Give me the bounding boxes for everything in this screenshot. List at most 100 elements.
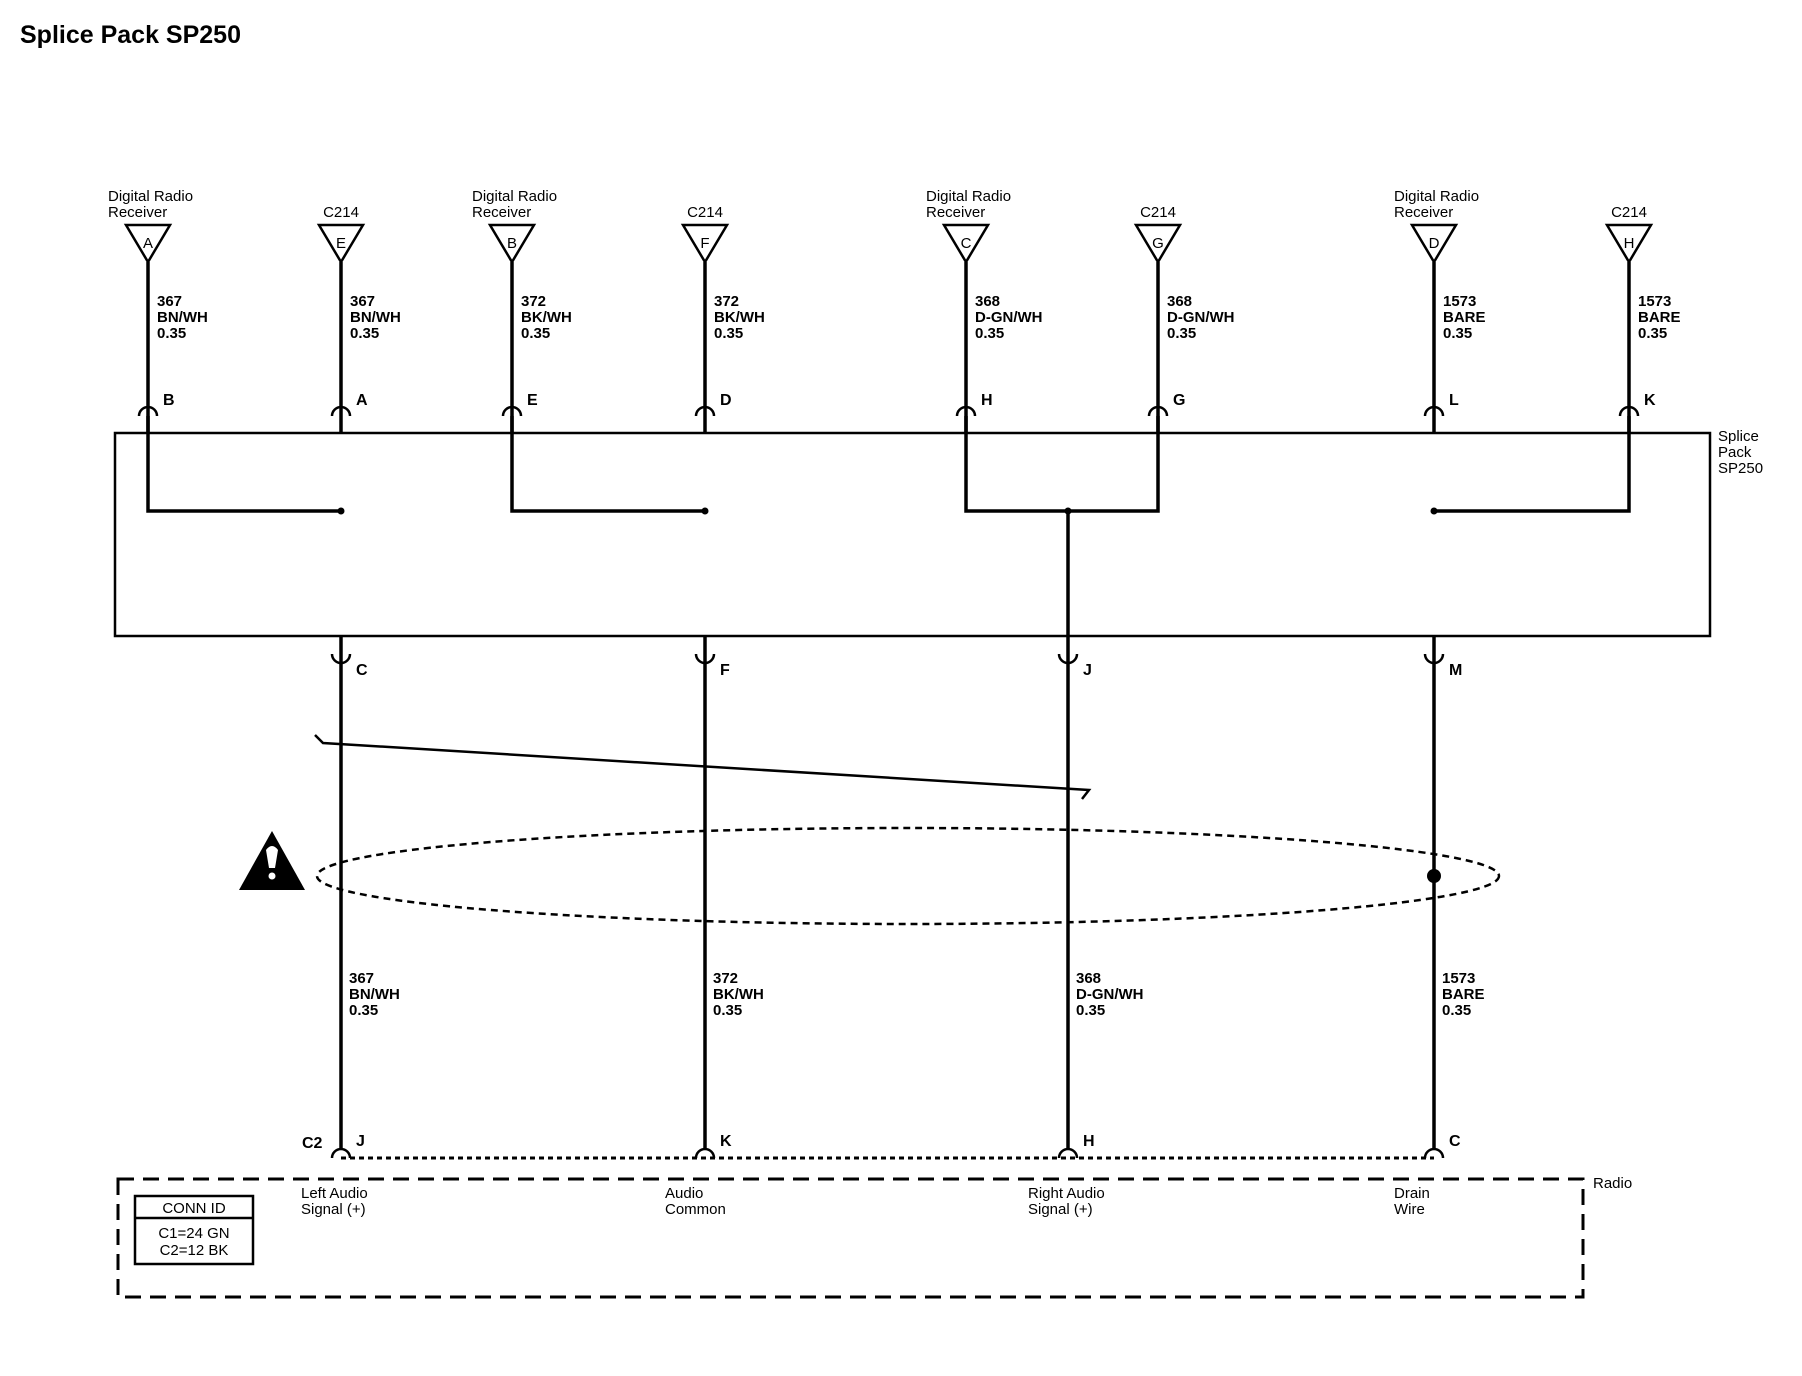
wire-color: BN/WH <box>349 986 400 1003</box>
splice-pin: G <box>1173 392 1185 409</box>
terminal-symbol <box>694 653 716 665</box>
wire-circuit: 372 <box>713 970 738 987</box>
wire-color: BN/WH <box>350 309 401 326</box>
function-label-line2: Signal (+) <box>301 1201 366 1218</box>
source-label-line2: Receiver <box>108 204 167 221</box>
splice-internal-connections <box>146 416 1631 636</box>
wire-circuit: 367 <box>157 293 182 310</box>
page-title: Splice Pack SP250 <box>20 21 241 49</box>
source-label-line1: Digital Radio <box>1394 188 1479 205</box>
terminal-symbol <box>330 1147 352 1159</box>
wire-color: D-GN/WH <box>1167 309 1235 326</box>
wire-color: D-GN/WH <box>1076 986 1144 1003</box>
source-label-line2: Receiver <box>472 204 531 221</box>
shield-ellipse <box>315 826 1501 926</box>
splice-pin: A <box>356 392 368 409</box>
connector-triangle-icon <box>123 223 173 265</box>
function-label-line1: Drain <box>1394 1185 1430 1202</box>
connector-triangle-icon <box>941 223 991 265</box>
connector-triangle-icon <box>1409 223 1459 265</box>
function-label-line1: Right Audio <box>1028 1185 1105 1202</box>
radio-connector-label: C2 <box>302 1135 323 1152</box>
splice-pin: H <box>981 392 993 409</box>
wire-circuit: 367 <box>349 970 374 987</box>
wire-gauge: 0.35 <box>350 325 379 342</box>
wire-circuit: 1573 <box>1638 293 1671 310</box>
radio-pin: H <box>1083 1133 1095 1150</box>
wire-circuit: 368 <box>975 293 1000 310</box>
function-label-line2: Signal (+) <box>1028 1201 1093 1218</box>
wire-gauge: 0.35 <box>713 1002 742 1019</box>
wire-gauge: 0.35 <box>1167 325 1196 342</box>
splice-bus-372 <box>510 416 705 513</box>
source-label-line1: Digital Radio <box>926 188 1011 205</box>
wire-color: D-GN/WH <box>975 309 1043 326</box>
function-label-line1: Audio <box>665 1185 703 1202</box>
connector-pin: F <box>700 235 709 252</box>
terminal-symbol <box>137 405 159 417</box>
wire-color: BN/WH <box>157 309 208 326</box>
splice-bus-367 <box>146 416 341 513</box>
wire-gauge: 0.35 <box>975 325 1004 342</box>
splice-output-pin: C <box>356 662 368 679</box>
terminal-symbol <box>1423 1147 1445 1159</box>
splice-pin: L <box>1449 392 1459 409</box>
radio-pin: J <box>356 1133 365 1150</box>
radio-box <box>116 1177 1585 1299</box>
function-label-line2: Common <box>665 1201 726 1218</box>
connector-pin: A <box>143 235 153 252</box>
wire-gauge: 0.35 <box>521 325 550 342</box>
source-label-line2: C214 <box>1611 204 1647 221</box>
wire-gauge: 0.35 <box>157 325 186 342</box>
wire-color: BARE <box>1443 309 1486 326</box>
terminal-symbol <box>330 405 352 417</box>
source-label-line2: Receiver <box>1394 204 1453 221</box>
splice-bus-1573 <box>1434 416 1631 513</box>
connector-triangle-icon <box>316 223 366 265</box>
wire-gauge: 0.35 <box>1443 325 1472 342</box>
splice-bus-368 <box>964 416 1160 513</box>
terminal-symbol <box>1423 405 1445 417</box>
connector-triangle-icon <box>1604 223 1654 265</box>
wire-circuit: 372 <box>521 293 546 310</box>
splice-pack-label-3: SP250 <box>1718 460 1763 477</box>
connector-pin: B <box>507 235 517 252</box>
splice-pin: K <box>1644 392 1656 409</box>
wire-gauge: 0.35 <box>1076 1002 1105 1019</box>
wire-circuit: 1573 <box>1442 970 1475 987</box>
wire-gauge: 0.35 <box>349 1002 378 1019</box>
wire-color: BK/WH <box>521 309 572 326</box>
source-label-line1: Digital Radio <box>472 188 557 205</box>
terminal-symbol <box>1147 405 1169 417</box>
terminal-symbol <box>694 1147 716 1159</box>
source-label-line1: Digital Radio <box>108 188 193 205</box>
shield-drain-node <box>1427 869 1441 883</box>
source-label-line2: C214 <box>323 204 359 221</box>
splice-pin: E <box>527 392 538 409</box>
wire-gauge: 0.35 <box>1442 1002 1471 1019</box>
terminal-symbol <box>1057 1147 1079 1159</box>
wire-color: BK/WH <box>714 309 765 326</box>
connector-pin: G <box>1152 235 1164 252</box>
wire-color: BK/WH <box>713 986 764 1003</box>
splice-output-pin: J <box>1083 662 1092 679</box>
terminal-symbol <box>501 405 523 417</box>
terminal-symbol <box>330 653 352 665</box>
splice-node-372 <box>701 507 709 515</box>
radio-label: Radio <box>1593 1175 1632 1192</box>
conn-id-c1: C1=24 GN <box>158 1225 229 1242</box>
radio-pin: C <box>1449 1133 1461 1150</box>
wire-gauge: 0.35 <box>1638 325 1667 342</box>
source-label-line2: Receiver <box>926 204 985 221</box>
splice-pin: B <box>163 392 175 409</box>
wire-color: BARE <box>1638 309 1681 326</box>
splice-node-367 <box>337 507 345 515</box>
